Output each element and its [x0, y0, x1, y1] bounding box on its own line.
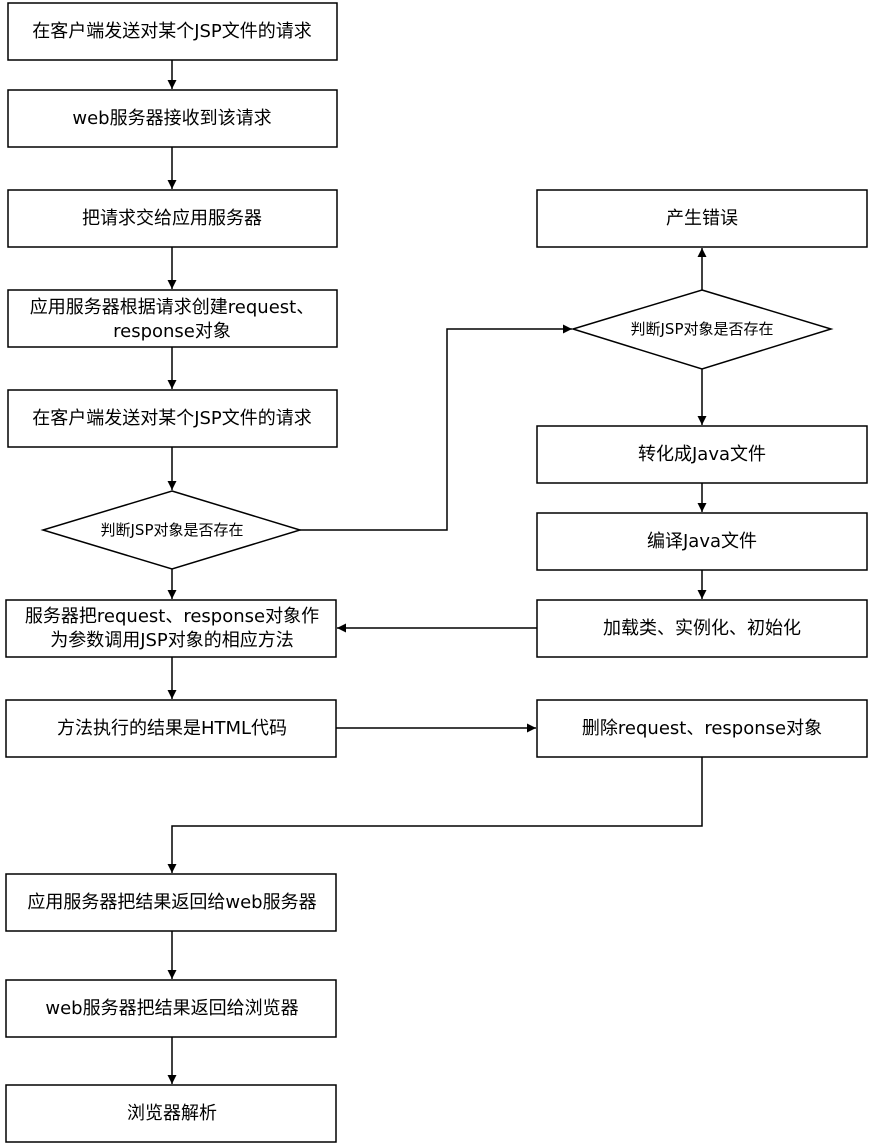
decision-jsp-exists-left: 判断JSP对象是否存在 — [40, 490, 303, 570]
decision-label: 判断JSP对象是否存在 — [631, 320, 774, 338]
node-label: 编译Java文件 — [647, 531, 757, 552]
node-label: 删除request、response对象 — [582, 718, 822, 739]
arrow-d1-d2 — [300, 324, 572, 531]
node-label: 应用服务器把结果返回给web服务器 — [27, 892, 316, 913]
node-html-result: 方法执行的结果是HTML代码 — [5, 699, 337, 758]
node-label: 浏览器解析 — [127, 1103, 217, 1124]
node-label-line2: response对象 — [113, 321, 231, 342]
node-label: 方法执行的结果是HTML代码 — [57, 718, 287, 739]
node-pass-to-app-server: 把请求交给应用服务器 — [7, 189, 338, 248]
node-label: web服务器把结果返回给浏览器 — [45, 998, 298, 1019]
node-label-line1: 应用服务器根据请求创建request、 — [30, 297, 314, 318]
arrow-r4-n8 — [167, 757, 703, 873]
node-web-server-receive: web服务器接收到该请求 — [7, 89, 338, 148]
node-return-to-web-server: 应用服务器把结果返回给web服务器 — [5, 873, 337, 932]
node-browser-parse: 浏览器解析 — [5, 1084, 337, 1143]
node-label: web服务器接收到该请求 — [72, 108, 271, 129]
node-call-jsp-method: 服务器把request、response对象作 为参数调用JSP对象的相应方法 — [5, 599, 337, 658]
node-label: 加载类、实例化、初始化 — [603, 618, 801, 639]
node-delete-objects: 删除request、response对象 — [536, 699, 868, 758]
node-compile-java: 编译Java文件 — [536, 512, 868, 571]
node-return-to-browser: web服务器把结果返回给浏览器 — [5, 979, 337, 1038]
node-label: 在客户端发送对某个JSP文件的请求 — [32, 408, 312, 429]
decision-jsp-exists-right: 判断JSP对象是否存在 — [570, 289, 834, 370]
node-send-request-1: 在客户端发送对某个JSP文件的请求 — [7, 2, 338, 61]
node-create-request-response: 应用服务器根据请求创建request、 response对象 — [7, 289, 338, 348]
decision-label: 判断JSP对象是否存在 — [101, 521, 244, 539]
node-label: 把请求交给应用服务器 — [82, 208, 262, 229]
node-load-class: 加载类、实例化、初始化 — [536, 599, 868, 658]
node-error: 产生错误 — [536, 189, 868, 248]
node-label: 产生错误 — [666, 208, 738, 229]
node-send-request-2: 在客户端发送对某个JSP文件的请求 — [7, 389, 338, 448]
node-label: 转化成Java文件 — [638, 444, 766, 465]
node-label-line1: 服务器把request、response对象作 — [25, 606, 319, 627]
node-convert-java: 转化成Java文件 — [536, 425, 868, 484]
node-label: 在客户端发送对某个JSP文件的请求 — [32, 21, 312, 42]
node-label-line2: 为参数调用JSP对象的相应方法 — [50, 630, 294, 651]
